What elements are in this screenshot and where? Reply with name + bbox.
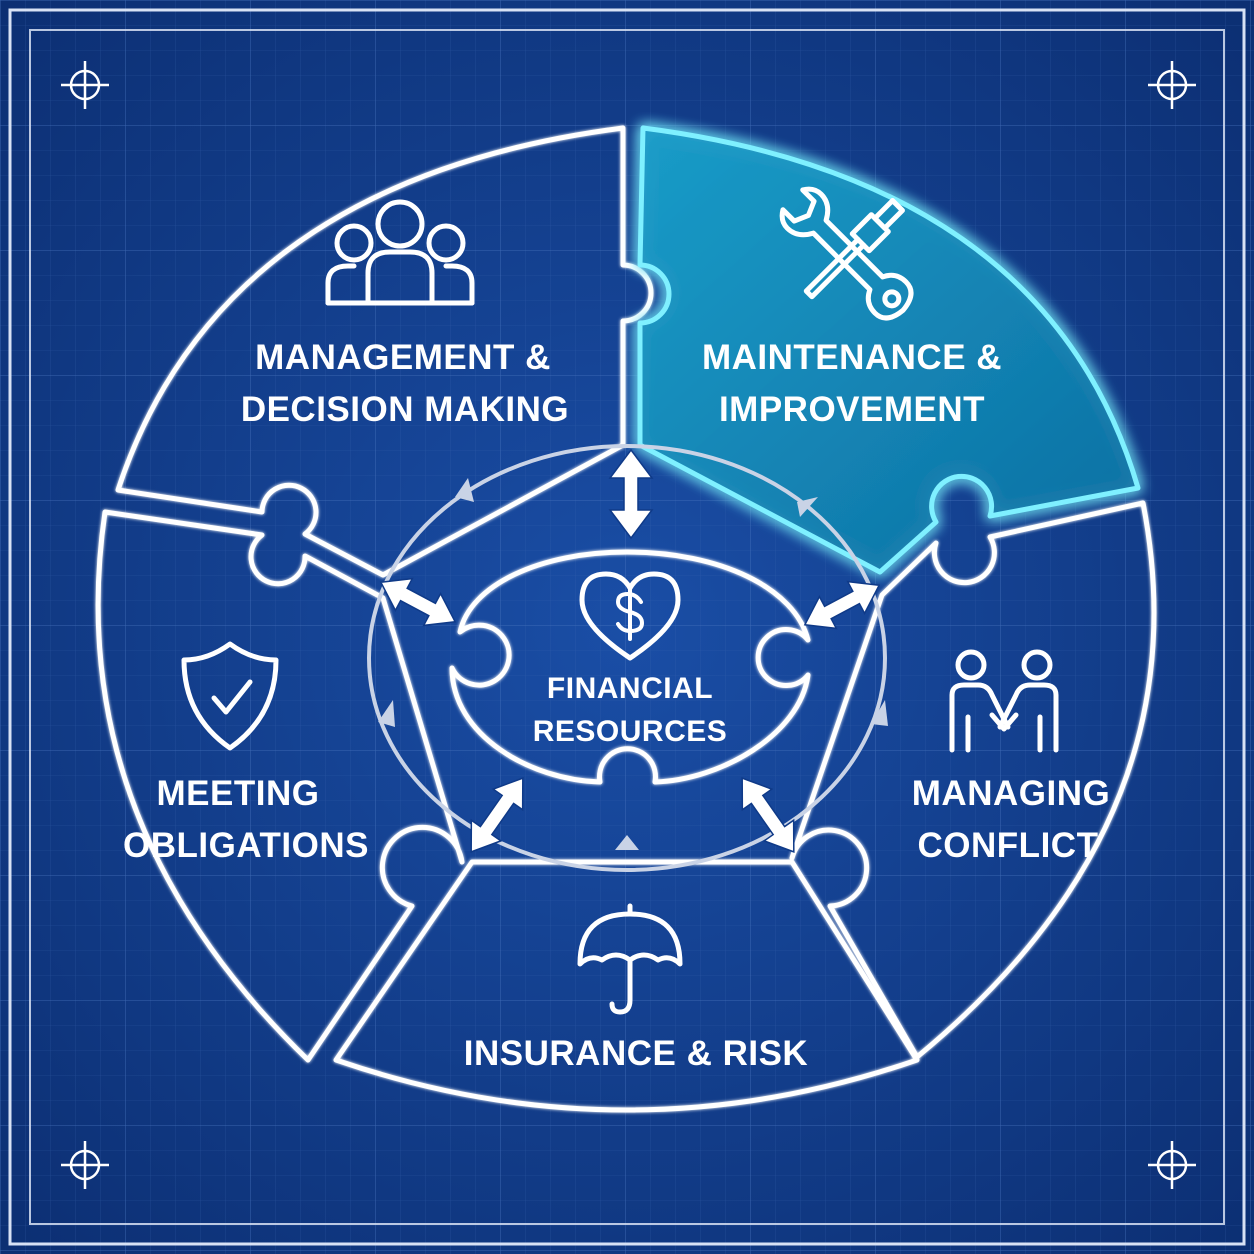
segment-obligations-label-line-1: MEETING: [157, 774, 320, 813]
crosshair-icon-top-right: [1148, 61, 1196, 109]
segment-management-label-line-1: MANAGEMENT &: [255, 338, 551, 377]
segment-obligations-piece[interactable]: [95, 509, 465, 1063]
center-financial-resources-piece[interactable]: [449, 549, 811, 785]
segment-obligations-label-line-2: OBLIGATIONS: [123, 826, 369, 865]
center-label-line-1: FINANCIAL: [547, 672, 713, 705]
crosshair-icon-bottom-right: [1148, 1141, 1196, 1189]
center-label-line-2: RESOURCES: [533, 715, 728, 748]
segment-insurance-piece[interactable]: [333, 859, 920, 1113]
segment-conflict-label-line-2: CONFLICT: [918, 826, 1099, 865]
crosshair-icon-top-left: [61, 61, 109, 109]
segment-insurance-label: INSURANCE & RISK: [464, 1034, 808, 1073]
heart-dollar-icon: [579, 571, 681, 661]
crosshair-icon-bottom-left: [61, 1141, 109, 1189]
segment-maintenance-highlight: [637, 125, 1141, 575]
segment-maintenance-label-line-2: IMPROVEMENT: [719, 390, 985, 429]
ring-arrowhead: [455, 478, 474, 502]
circulation-ring: [367, 444, 887, 872]
ring-arrowhead: [378, 700, 395, 727]
ring-arrowhead: [615, 835, 639, 850]
double-arrow-lower-left: [470, 777, 524, 853]
segment-management-piece[interactable]: [115, 125, 654, 578]
double-arrow-top: [608, 448, 654, 540]
shield-check-icon: [181, 641, 279, 751]
handshake-icon: [949, 649, 1059, 753]
double-arrow-upper-right: [803, 580, 881, 630]
outer-frame: [8, 8, 1246, 1246]
inner-frame: [29, 29, 1225, 1225]
segment-maintenance-label-line-1: MAINTENANCE &: [702, 338, 1002, 377]
ring-arrowhead: [797, 497, 818, 517]
ring-arrowhead: [871, 700, 888, 726]
umbrella-icon: [577, 903, 683, 1015]
wrench-screwdriver-icon: [779, 186, 914, 321]
people-group-icon: [325, 199, 475, 306]
segment-conflict-label-line-1: MANAGING: [912, 774, 1110, 813]
double-arrow-lower-right: [741, 777, 795, 853]
segment-management-label-line-2: DECISION MAKING: [241, 390, 569, 429]
segment-conflict-piece[interactable]: [789, 500, 1157, 1060]
double-arrow-upper-left: [379, 577, 457, 627]
segment-maintenance-piece[interactable]: [637, 125, 1141, 575]
